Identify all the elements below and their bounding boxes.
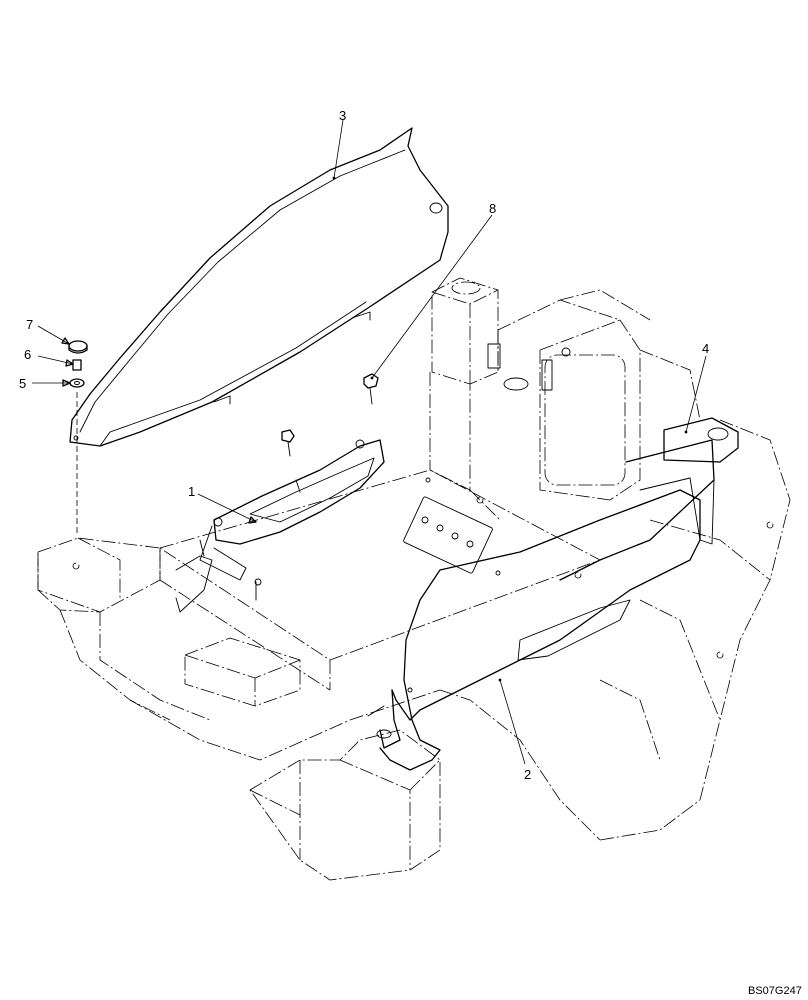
part-4-rail [559,417,739,581]
callout-7: 7 [26,317,33,332]
part-3-shield [69,127,449,447]
callout-1: 1 [188,484,195,499]
part-2-guard [367,489,701,771]
callout-5: 5 [19,376,26,391]
callout-8: 8 [489,201,496,216]
callout-labels: 3 8 7 6 5 1 4 2 [19,108,709,782]
callout-leaders [32,119,707,765]
callout-2: 2 [524,767,531,782]
callout-6: 6 [24,347,31,362]
part-1-panel [175,439,385,613]
part-8-bolt [281,373,379,457]
drawing-code: BS07G247 [748,985,802,997]
callout-4: 4 [702,341,709,356]
frame-details [199,343,571,601]
phantom-frame [37,277,791,881]
parts-5-6-7-hardware [68,340,88,536]
callout-3: 3 [339,108,346,123]
